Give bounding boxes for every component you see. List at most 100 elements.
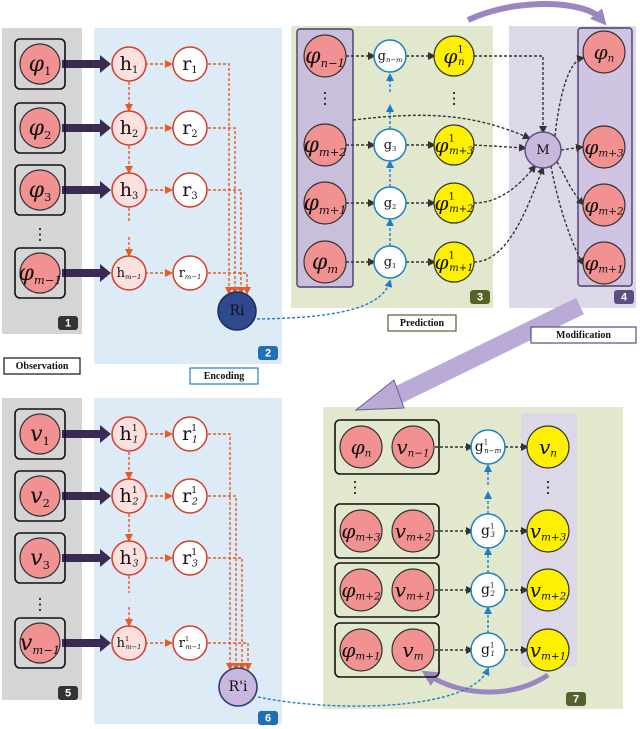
bottom-pair-phi-1-circle [339,425,383,469]
bottom-output-node-2: vm+3 [526,509,570,553]
top-hidden-node-3-circle [111,172,147,208]
top-hidden-node-2-label: h2 [120,117,139,140]
panel-number-text: 7 [573,694,579,706]
modification-to-bottom-arrow [392,297,584,405]
bottom-obs-node-4-box [14,617,66,669]
panel-number-text: 5 [65,688,71,700]
bottom-obs-to-hidden-1 [62,425,111,443]
top-obs-node-4-circle [19,252,61,294]
top-obs-node-1-box [14,38,66,90]
bottom-obs-to-hidden-4 [62,634,111,652]
modification-label-box [530,326,637,344]
top-hidden-node-4: hm−1 [111,255,147,291]
bottom-pair-v-3: vm+1 [391,568,435,612]
top-obs-to-hidden-3 [62,181,111,199]
nodes-layer: φ1φ2φ3φm−1h1h2h3hm−1r1r2r3rm−1Riφn−1φm+2… [14,30,626,707]
top-r-to-ri-1 [208,63,233,295]
bottom-pair-v-1-circle [391,425,435,469]
edges-layer [62,52,585,707]
top-obs-to-hidden-1 [62,55,111,73]
bottom-output-node-1-label: vn [539,435,557,459]
top-pred-input-4: φm [303,240,347,284]
bottom-obs-to-hidden-2 [62,487,111,505]
top-r-node-3-label: r3 [182,179,197,202]
top-obs-node-1-circle [19,43,61,85]
bottom-r-to-ri-4 [208,642,252,671]
top-pred-input-2-label: φm+2 [303,133,346,160]
bottom-hidden-node-3-circle [111,540,147,576]
top-r-node-4-label: rm−1 [179,266,202,282]
bottom-ri-node-circle [218,667,258,707]
bottom-pair-v-2-label: vm+2 [395,519,432,543]
bottom-pair-v-1: vn−1 [391,425,435,469]
bottom-pair-phi-3-label: φm+2 [341,578,381,602]
bottom-pair-ellipsis: ⋮ [347,478,363,497]
top-obs-node-2-label: φ2 [29,116,52,143]
panel-number-text: 3 [477,292,483,304]
top-obs-node-2-circle [19,107,61,149]
panel-number-bg [470,290,490,304]
top-r-node-2-circle [172,110,208,146]
encoding-label: Encoding [189,367,259,385]
top-mod-node-4-label: φm+1 [584,251,623,275]
top-pred-output-2-circle [433,124,475,166]
bottom-hidden-node-1-circle [111,416,147,452]
top-pred-input-1-label: φn−1 [305,44,345,71]
bottom-hidden-node-4-circle [111,625,147,661]
bottom-obs-ellipsis: ⋮ [32,595,48,614]
m-node-circle [524,131,562,169]
bottom-obs-node-2-box [14,470,66,522]
top-obs-to-hidden-4 [62,264,111,282]
top-mod-node-1-circle [582,30,626,74]
bottom-r-node-3-circle [172,540,208,576]
bottom-obs-node-1-label: v1 [30,422,50,449]
bottom-obs-node-1-box [14,408,66,460]
top-pred-input-4-label: φm [312,250,338,277]
top-obs-node-1-label: φ1 [29,52,52,79]
top-obs-node-2: φ2 [14,102,66,154]
bottom-obs-node-2: v2 [14,470,66,522]
m-to-mod-m1 [550,165,584,266]
bottom-pair-phi-3-circle [339,568,383,612]
bottom-pair-1 [334,419,440,475]
bottom-pair-phi-2-label: φm+3 [341,519,381,543]
top-g-node-1-label: gn−m [378,49,403,65]
top-g-node-2-circle [373,128,407,162]
top-pred-output-4-circle [433,241,475,283]
top-mod-node-2-circle [582,125,626,169]
bottom-pair-v-1-label: vn−1 [396,435,429,459]
top-r-node-1-circle [172,46,208,82]
panel-number-text: 4 [621,292,628,304]
top-g-node-2: g3 [373,128,407,162]
bottom-pair-phi-2-circle [339,509,383,553]
bottom-pair-phi-4: φm+1 [339,628,383,672]
top-hidden-node-4-circle [111,255,147,291]
out-m2-to-m [473,164,537,204]
m-to-mod-n [554,54,585,137]
top-g-node-1: gn−m [373,39,407,73]
m-to-mod-m3 [560,143,584,152]
bottom-g-node-4-circle [470,632,506,668]
bottom-obs-to-hidden-3 [62,549,111,567]
top-mod-node-1-label: φn [594,40,615,64]
bottom-pair-phi-2: φm+3 [339,509,383,553]
bottom-output-node-3-label: vm+2 [530,578,567,602]
observation-label: Observation [3,357,81,375]
bottom-output-node-2-circle [526,509,570,553]
top-pred-input-4-circle [303,240,347,284]
bottom-obs-node-2-label: v2 [30,484,50,511]
bottom-obs-node-4-circle [19,622,61,664]
